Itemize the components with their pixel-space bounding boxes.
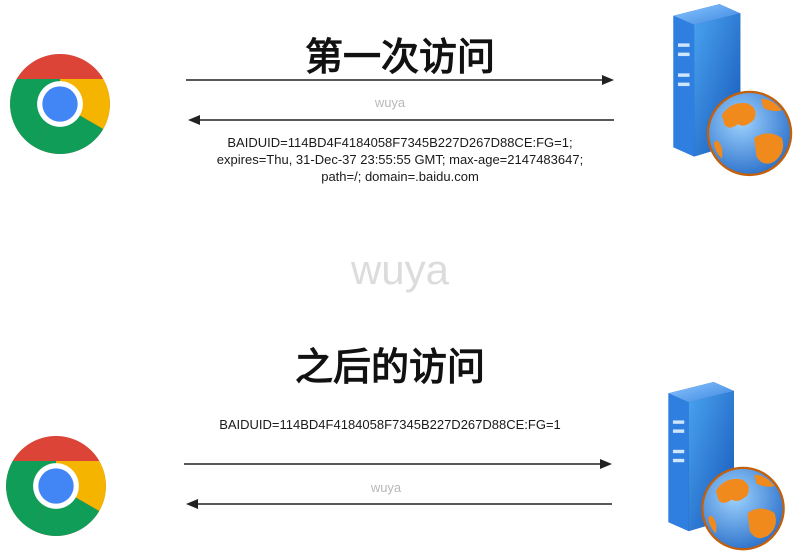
response-arrow-first: [188, 115, 614, 125]
browser-icon-first: [8, 52, 112, 156]
first-visit-title: 第一次访问: [304, 35, 495, 79]
server-icon-second: [642, 382, 792, 556]
browser-icon-second: [4, 434, 108, 538]
watermark-first: wuya: [374, 95, 406, 110]
request-arrow-second: [184, 459, 612, 469]
cookie-line-3: path=/; domain=.baidu.com: [321, 169, 479, 184]
request-arrow-first: [186, 75, 614, 85]
set-cookie-text: BAIDUID=114BD4F4184058F7345B227D267D88CE…: [160, 134, 640, 185]
chrome-icon: [6, 436, 106, 536]
server-globe-icon: [667, 382, 785, 551]
response-arrow-second: [186, 499, 612, 509]
watermark-second: wuya: [370, 480, 402, 495]
center-watermark: wuya: [350, 246, 450, 293]
server-icon-first: [648, 4, 798, 182]
server-globe-icon: [672, 4, 793, 177]
chrome-icon: [10, 54, 110, 154]
cookie-line-1: BAIDUID=114BD4F4184058F7345B227D267D88CE…: [227, 135, 573, 150]
cookie-request-text: BAIDUID=114BD4F4184058F7345B227D267D88CE…: [219, 417, 561, 432]
cookie-line-2: expires=Thu, 31-Dec-37 23:55:55 GMT; max…: [216, 152, 584, 167]
later-visit-title: 之后的访问: [294, 345, 485, 389]
